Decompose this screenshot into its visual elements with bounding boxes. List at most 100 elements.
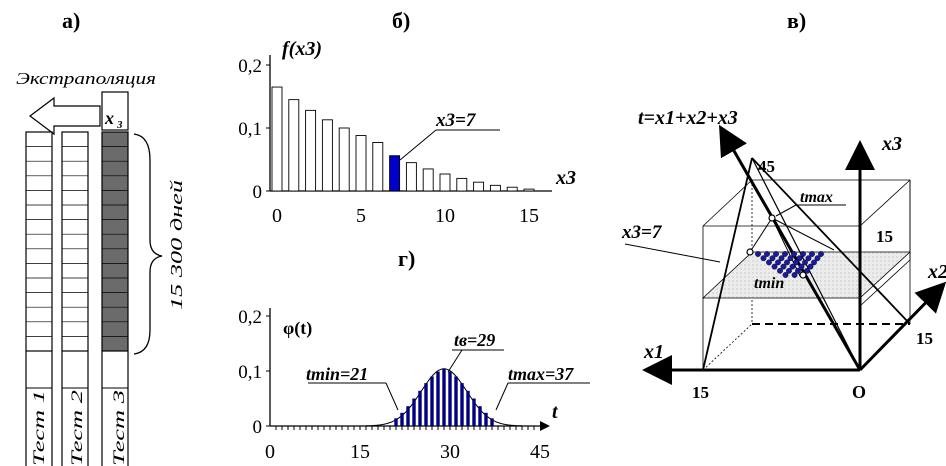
bar-x3-2 <box>305 109 317 192</box>
period-brace <box>133 133 163 355</box>
bar-x3-7 <box>389 155 401 192</box>
panel-b-ytick: 0,2 <box>238 56 262 77</box>
solution-dot <box>800 251 806 257</box>
solution-dot <box>795 267 801 274</box>
solution-dots <box>755 251 824 278</box>
bar-x3-14 <box>506 186 518 192</box>
plane-label: x3=7 <box>621 222 663 243</box>
solution-dot <box>764 251 770 257</box>
solution-dot <box>782 272 789 278</box>
panel-g-xtick: 15 <box>350 441 370 463</box>
solution-dot <box>755 251 761 257</box>
box-bottom-left-dotted <box>702 323 753 371</box>
bar-t-23 <box>406 406 410 426</box>
panel-g-xtick: 45 <box>530 441 550 463</box>
bar-t-22 <box>400 412 404 426</box>
x3-header-label: x <box>104 108 114 128</box>
x3-axis-label: x3 <box>881 133 902 155</box>
y15-label: 15 <box>916 329 933 348</box>
solution-dot <box>782 251 788 257</box>
panel-g-ytick: 0,1 <box>238 362 262 383</box>
x15-label: 15 <box>692 383 709 402</box>
x3-header-box <box>101 91 129 131</box>
tmin-point <box>799 271 807 279</box>
panel-b-xtick: 0 <box>272 205 282 227</box>
extrapolation-arrow <box>29 96 101 136</box>
panel-b-annotation: x3=7 <box>435 110 477 131</box>
bar-x3-6 <box>372 142 384 192</box>
panel-g-xlabel: t <box>552 401 559 423</box>
bar-t-36 <box>484 412 488 426</box>
panel-g-ytick: 0 <box>253 417 263 438</box>
x2-axis-label: x2 <box>927 261 946 283</box>
bar-x3-10 <box>439 173 451 192</box>
x2-axis <box>858 281 946 372</box>
panel-g-xtick: 0 <box>265 441 275 463</box>
bar-x3-8 <box>405 162 417 192</box>
t-axis <box>719 124 862 371</box>
solution-dot <box>804 267 810 274</box>
solution-dot <box>773 251 779 257</box>
x3-header-sub: 3 <box>116 119 123 131</box>
solution-dot <box>805 255 812 262</box>
bar-x3-3 <box>321 119 333 192</box>
plane-leader <box>624 243 721 263</box>
bar-t-31 <box>454 376 458 426</box>
solution-dot <box>777 267 783 274</box>
solution-dot <box>766 259 772 266</box>
extrapolation-header: Экстраполяция <box>16 69 156 88</box>
solution-dot <box>778 255 785 262</box>
panel-g-xtick: 30 <box>440 441 460 463</box>
plane-edge-point <box>746 248 754 256</box>
history-column-1 <box>25 131 53 352</box>
panel-g-tmin-leader <box>385 382 399 411</box>
solution-dot <box>796 255 803 262</box>
solution-dot <box>818 251 824 257</box>
solution-dot <box>798 263 805 270</box>
panel-b-xtick: 15 <box>519 205 539 227</box>
panel-b-annotation-leader <box>399 129 437 161</box>
bar-x3-5 <box>355 135 367 192</box>
solution-dot <box>791 272 798 278</box>
intersect-line-1 <box>749 217 773 253</box>
panel-g-ylabel: φ(t) <box>283 318 312 339</box>
bar-x3-0 <box>271 86 283 192</box>
solution-dot <box>809 251 815 257</box>
panel-label-b: б) <box>392 8 410 33</box>
history-columns <box>25 131 129 466</box>
test-label-3: Тест 3 <box>111 390 128 466</box>
bar-t-21 <box>394 418 398 426</box>
solution-dot <box>789 263 796 270</box>
test-label-2: Тест 2 <box>69 390 86 466</box>
bar-t-35 <box>478 406 482 426</box>
history-column-2 <box>61 131 89 352</box>
tmax-point <box>768 214 776 222</box>
bar-t-26 <box>424 383 428 426</box>
bar-t-28 <box>436 371 440 426</box>
solution-dot <box>791 251 797 257</box>
solution-dot <box>802 259 808 266</box>
bar-x3-11 <box>456 177 468 192</box>
panel-label-a: а) <box>62 8 80 33</box>
tmax-label-leader <box>775 204 797 217</box>
panel-g-tv-leader <box>447 349 463 373</box>
test-label-1: Тест 1 <box>31 390 48 466</box>
panel-b-xlabel: x3 <box>555 167 576 189</box>
panel-b-xtick: 5 <box>356 205 366 227</box>
panel-b-ylabel: f(x3) <box>282 38 322 60</box>
bar-x3-9 <box>422 168 434 192</box>
solution-dot <box>807 263 814 270</box>
tmin-label: tmin <box>754 275 784 292</box>
bar-t-25 <box>418 390 422 426</box>
bar-t-37 <box>490 418 494 426</box>
box-top-right-edge <box>859 179 911 227</box>
panel-g-x-arrowhead <box>540 421 550 431</box>
tmax-label: tmax <box>800 189 833 206</box>
bar-t-32 <box>460 383 464 426</box>
bar-x3-15 <box>523 188 535 192</box>
panel-g-tmin-annotation: tmin=21 <box>306 364 368 384</box>
solution-dot <box>760 255 767 262</box>
